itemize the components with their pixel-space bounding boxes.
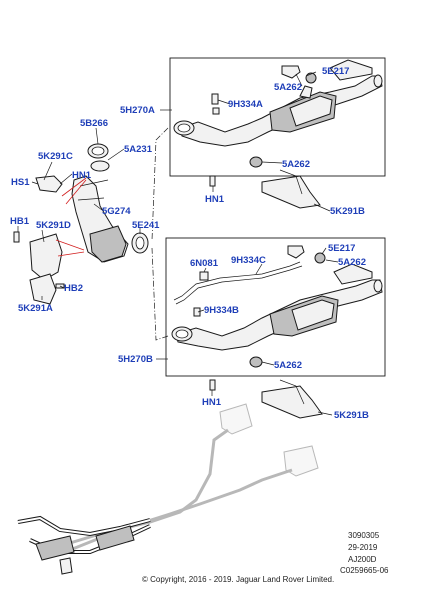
callout-5a262-mid: 5A262: [282, 159, 310, 170]
callout-hn1-upper: HN1: [205, 194, 225, 205]
callout-5h270b: 5H270B: [118, 354, 153, 365]
bolt-hb1: [13, 231, 20, 243]
callout-hn1-lower: HN1: [202, 397, 222, 408]
callout-hb1: HB1: [10, 216, 30, 227]
reference-lines-red: [55, 177, 87, 257]
sensor-pipe-9h334c: [173, 261, 303, 305]
bolt-hn1-lower: [209, 379, 216, 391]
callout-5a262-upper: 5A262: [274, 82, 302, 93]
callout-5k291d: 5K291D: [36, 220, 71, 231]
detail-frame-upper: [169, 57, 386, 177]
heat-shield-5k291b-lower: [261, 379, 323, 419]
heat-shield-5k291b-upper: [261, 169, 321, 209]
callout-5a231: 5A231: [124, 144, 153, 155]
heat-shield-5k291c: [35, 175, 63, 193]
callout-5k291b-lower: 5K291B: [334, 410, 369, 421]
flange-gasket-5h270a: [173, 120, 195, 136]
callout-5b266: 5B266: [80, 118, 108, 129]
callout-5h270a: 5H270A: [120, 105, 155, 116]
callout-5e217-upper: 5E217: [322, 66, 349, 77]
hanger-bracket-5a262-lower: [287, 245, 305, 259]
detail-frame-lower: [165, 237, 386, 377]
callout-9h334a: 9H334A: [228, 99, 263, 110]
copyright-notice: © Copyright, 2016 - 2019. Jaguar Land Ro…: [142, 575, 334, 584]
gasket-5e241: [131, 232, 149, 254]
callout-5k291a: 5K291A: [18, 303, 53, 314]
bolt-hn1-upper: [209, 175, 216, 187]
connector-line-upper: [151, 127, 169, 241]
rear-pipe-assembly-lower: [175, 263, 383, 351]
callout-5k291c: 5K291C: [38, 151, 73, 162]
rear-pipe-assembly-upper: [179, 59, 383, 147]
clamp-5a231: [90, 160, 110, 172]
reference-date: 29-2019: [348, 543, 378, 552]
sensor-6n081: [199, 271, 209, 281]
gasket-5b266: [87, 143, 109, 159]
complete-system-ghost-view: [59, 403, 319, 552]
heat-shield-5k291d: [29, 233, 63, 281]
reference-illustration-id: C0259665-06: [340, 566, 389, 575]
connector-line-lower: [151, 247, 169, 341]
callout-hb2: HB2: [64, 283, 83, 294]
callout-5k291b-upper: 5K291B: [330, 206, 365, 217]
sensor-clip-9h334b: [193, 307, 201, 317]
exhaust-hanger-5e217-lower: [314, 252, 326, 264]
reference-number: 3090305: [348, 531, 380, 540]
sensor-clip-9h334a: [211, 93, 220, 115]
leader-lines: [17, 71, 339, 416]
exhaust-hanger-5e217-upper: [305, 72, 317, 84]
callout-hn1-catalyst: HN1: [72, 170, 92, 181]
heat-shield-5k291a: [29, 273, 57, 305]
hanger-bracket-5a262-upper: [281, 65, 301, 79]
callout-5e241: 5E241: [132, 220, 160, 231]
callout-5a262-lower-right: 5A262: [338, 257, 366, 268]
callout-hs1: HS1: [11, 177, 30, 188]
callout-9h334c: 9H334C: [231, 255, 266, 266]
complete-system-front-view: [17, 515, 151, 575]
callout-5e217-lower: 5E217: [328, 243, 355, 254]
rubber-mount-5a262-bottom: [249, 356, 263, 368]
callout-9h334b: 9H334B: [204, 305, 239, 316]
reference-engine-code: AJ200D: [348, 555, 377, 564]
callout-5a262-bottom: 5A262: [274, 360, 302, 371]
flange-gasket-5h270b: [171, 326, 193, 342]
rubber-mount-5a262-lower: [249, 156, 263, 168]
callout-5g274: 5G274: [102, 206, 131, 217]
catalytic-converter-5g274: [71, 175, 129, 263]
callout-6n081: 6N081: [190, 258, 219, 269]
